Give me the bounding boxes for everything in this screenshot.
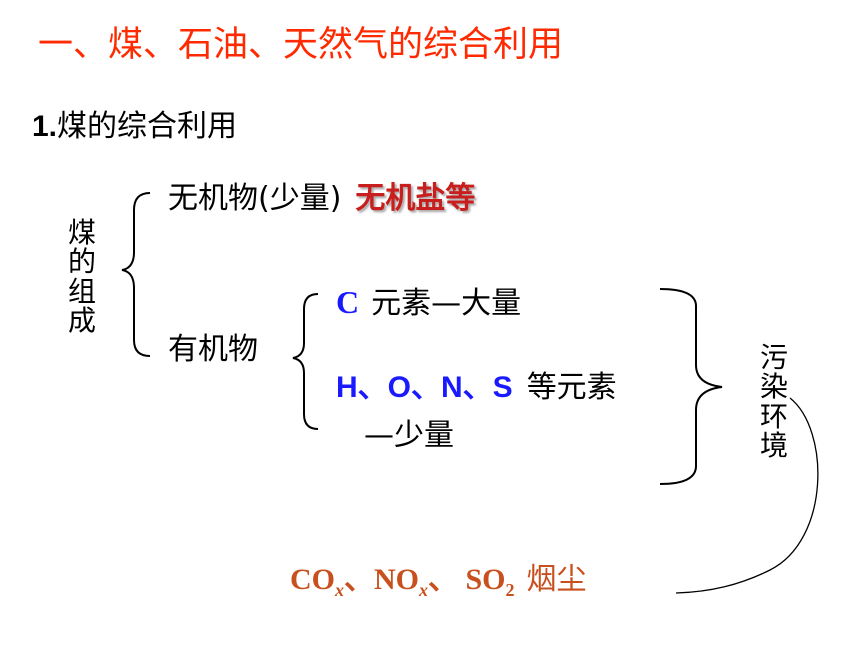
- no-subscript: x: [419, 580, 428, 600]
- coal-composition-char: 煤: [68, 216, 97, 249]
- minor-amount-text: —少量: [364, 418, 454, 453]
- slide-title: 一、煤、石油、天然气的综合利用: [38, 25, 564, 65]
- pollution-char: 境: [760, 429, 789, 463]
- pollution-label: 污 染 环 境: [760, 343, 788, 461]
- coal-composition-label: 煤 的 组 成: [68, 218, 96, 336]
- coal-composition-char: 组: [68, 274, 97, 308]
- coal-composition-char: 成: [68, 304, 97, 338]
- co-formula: CO: [290, 563, 335, 596]
- carbon-text: 元素—大量: [371, 286, 522, 321]
- carbon-symbol: C: [336, 284, 360, 320]
- no-formula: NO: [374, 563, 419, 596]
- inorganic-row: 无机物(少量) 无机盐等: [168, 184, 475, 214]
- inorganic-label: 无机物(少量): [168, 181, 342, 216]
- inorganic-detail: 无机盐等: [355, 181, 476, 216]
- organic-left-brace: [292, 293, 319, 430]
- so-subscript: 2: [505, 580, 515, 600]
- hons-row: H、O、N、S 等元素: [336, 373, 617, 403]
- carbon-row: C 元素—大量: [336, 286, 521, 319]
- hons-symbols: H、O、N、S: [336, 371, 513, 404]
- pollution-char: 染: [760, 370, 789, 404]
- section-heading: 1.煤的综合利用: [32, 112, 237, 142]
- composition-left-brace: [121, 192, 151, 357]
- hons-text: 等元素: [526, 370, 617, 405]
- separator: 、: [344, 563, 374, 596]
- pollution-char: 污: [760, 341, 789, 374]
- pollution-connector-curve: [675, 397, 819, 594]
- coal-composition-char: 的: [68, 245, 97, 279]
- section-number: 1.: [32, 110, 58, 143]
- co-subscript: x: [335, 580, 344, 600]
- separator: 、: [428, 563, 466, 596]
- section-heading-text: 煤的综合利用: [57, 109, 238, 144]
- dust-text: 烟尘: [526, 562, 587, 597]
- so-formula: SO: [465, 563, 506, 596]
- elements-right-brace: [659, 288, 723, 485]
- pollution-char: 环: [760, 399, 789, 433]
- organic-label: 有机物: [168, 332, 258, 367]
